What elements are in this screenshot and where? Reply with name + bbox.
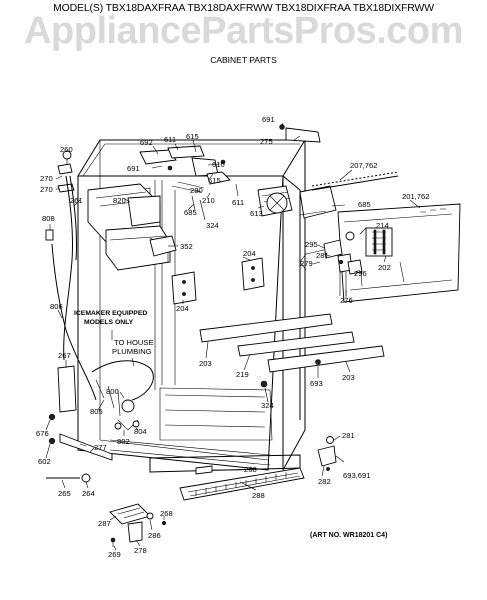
callout-202: 202 xyxy=(378,263,391,272)
callout-800: 800 xyxy=(106,387,119,396)
callout-693: 693 xyxy=(310,379,323,388)
plumbing-note-line2: PLUMBING xyxy=(112,347,152,356)
callout-214: 214 xyxy=(376,221,389,230)
callout-275: 275 xyxy=(260,137,273,146)
callout-692: 692 xyxy=(140,138,153,147)
callout-613: 613 xyxy=(250,209,263,218)
callout-685-right: 685 xyxy=(358,200,371,209)
callout-611-mid: 611 xyxy=(232,198,244,207)
callout-210: 210 xyxy=(202,196,215,205)
callout-219: 219 xyxy=(236,370,249,379)
callout-802: 802 xyxy=(117,437,130,446)
icemaker-note-line2: MODELS ONLY xyxy=(84,319,134,326)
leader-lines xyxy=(45,122,421,551)
callout-279: 279 xyxy=(300,259,313,268)
left-parts xyxy=(45,150,113,483)
callout-296: 296 xyxy=(354,269,367,278)
callout-269: 269 xyxy=(108,550,121,559)
callout-204-upper: 204 xyxy=(243,249,256,258)
callout-282: 282 xyxy=(318,477,331,486)
callout-615-mid: 615 xyxy=(208,176,221,185)
callout-288: 288 xyxy=(252,491,265,500)
callout-324-top: 324 xyxy=(206,221,219,230)
callout-610: 610 xyxy=(212,160,225,169)
plumbing xyxy=(91,360,154,431)
callout-278: 278 xyxy=(134,546,147,555)
callout-268-lower: 268 xyxy=(160,509,173,518)
callout-270-a: 270 xyxy=(40,174,53,183)
icemaker-note-line1: ICEMAKER EQUIPPED xyxy=(74,310,147,317)
callout-611-top: 611 xyxy=(164,135,176,144)
callout-281-upper: 281 xyxy=(316,251,329,260)
callout-280: 280 xyxy=(190,186,203,195)
callout-615-top: 615 xyxy=(186,132,199,141)
callout-324-lower: 324 xyxy=(261,401,274,410)
model-numbers: MODEL(S) TBX18DAXFRAA TBX18DAXFRWW TBX18… xyxy=(53,3,434,14)
control-housing xyxy=(337,203,461,303)
callout-676: 676 xyxy=(36,429,49,438)
callout-685-left: 685 xyxy=(184,208,197,217)
top-hardware xyxy=(139,124,321,221)
callout-260: 260 xyxy=(60,145,73,154)
callout-267: 267 xyxy=(58,351,71,360)
callout-295: 295 xyxy=(305,240,318,249)
callout-277: 277 xyxy=(94,443,107,452)
callout-286: 286 xyxy=(148,531,161,540)
callout-806: 806 xyxy=(50,302,63,311)
callout-691-left: 691 xyxy=(127,164,140,173)
right-lower-parts xyxy=(299,239,363,471)
callout-270-b: 270 xyxy=(40,185,53,194)
callout-808: 808 xyxy=(42,214,55,223)
fan-assembly xyxy=(257,185,337,219)
callout-281-lower: 281 xyxy=(342,431,355,440)
section-title: CABINET PARTS xyxy=(210,55,277,65)
art-number: (ART NO. WR18201 C4) xyxy=(310,532,388,539)
callout-201-762: 201,762 xyxy=(402,192,429,201)
callout-203-right: 203 xyxy=(342,373,355,382)
callout-352: 352 xyxy=(180,242,193,251)
callout-268-upper: 268 xyxy=(244,465,257,474)
callout-693-691: 693,691 xyxy=(343,471,370,480)
notes: ICEMAKER EQUIPPED MODELS ONLY TO HOUSE P… xyxy=(74,310,154,367)
tubing-207 xyxy=(311,171,399,191)
callout-287: 287 xyxy=(98,519,111,528)
callout-602: 602 xyxy=(38,457,51,466)
brackets-and-rails xyxy=(171,257,385,388)
callout-204-lower: 204 xyxy=(176,304,189,313)
watermark: AppliancePartsPros.com xyxy=(24,10,463,52)
callout-207-762: 207,762 xyxy=(350,161,377,170)
callout-276: 276 xyxy=(340,296,353,305)
callout-804: 804 xyxy=(134,427,147,436)
plumbing-note-line1: TO HOUSE xyxy=(114,338,154,347)
callout-805: 805 xyxy=(90,407,103,416)
callout-labels: 691 275 692 611 615 691 610 615 280 210 … xyxy=(36,115,429,559)
icemaker xyxy=(87,183,177,271)
callout-820: 820 xyxy=(113,196,126,205)
callout-264: 264 xyxy=(82,489,95,498)
callout-261: 261 xyxy=(70,196,83,205)
callout-265: 265 xyxy=(58,489,71,498)
callout-691-top: 691 xyxy=(262,115,275,124)
callout-203-left: 203 xyxy=(199,359,212,368)
grille-and-bottom xyxy=(109,465,305,547)
